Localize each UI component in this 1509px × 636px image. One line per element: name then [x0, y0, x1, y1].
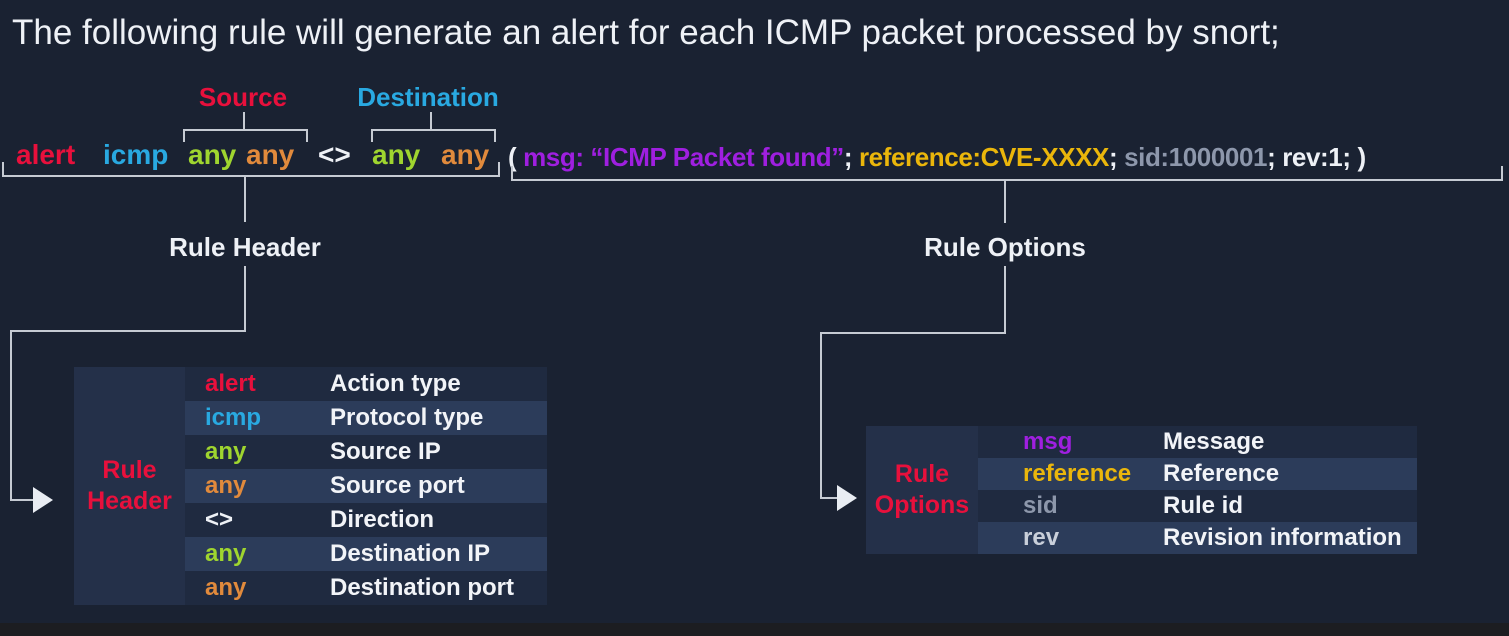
rule-options-arrow-line [820, 497, 839, 499]
rule-header-table-title: Rule Header [74, 367, 185, 605]
table-row: any Destination port [185, 571, 547, 605]
rule-header-stem-bottom [244, 266, 246, 331]
table-row: any Source port [185, 469, 547, 503]
table-row-value: any [205, 438, 247, 465]
table-row-description: Protocol type [330, 404, 484, 431]
rule-option-segment-6: ; [1267, 142, 1283, 172]
rule-options-connector-vertical [820, 332, 822, 499]
table-row-value: rev [1023, 524, 1060, 551]
rule-header-connector-horizontal [10, 330, 246, 332]
table-row-description: Reference [1163, 460, 1280, 487]
rule-token-5: any [372, 139, 421, 170]
table-row: alert Action type [185, 367, 547, 401]
rule-token-1: icmp [103, 139, 169, 170]
table-row-value: icmp [205, 404, 262, 431]
rule-header-arrow-right-icon [33, 487, 53, 513]
destination-bracket [371, 129, 496, 142]
table-row-value: any [205, 574, 247, 601]
destination-label: Destination [357, 82, 499, 112]
source-label: Source [198, 82, 288, 112]
bottom-edge-bar [0, 623, 1509, 636]
table-row-description: Rule id [1163, 492, 1244, 519]
table-row-description: Direction [330, 506, 435, 533]
rule-token-3: any [246, 139, 295, 170]
rule-header-label: Rule Header [169, 232, 321, 262]
rule-option-segment-4: ; [1108, 142, 1125, 172]
table-row: icmp Protocol type [185, 401, 547, 435]
table-row-value: <> [205, 506, 234, 533]
table-row: reference Reference [978, 458, 1417, 490]
table-row: <> Direction [185, 503, 547, 537]
rule-options-stem-top [1004, 181, 1006, 223]
rule-token-0: alert [16, 139, 76, 170]
rule-options-connector-horizontal [820, 332, 1006, 334]
table-row-description: Action type [330, 370, 461, 397]
rule-token-4: <> [318, 139, 351, 170]
rule-options-table-title: Rule Options [866, 426, 978, 554]
table-row-value: reference [1023, 460, 1132, 487]
source-bracket [183, 129, 308, 142]
table-row: rev Revision information [978, 522, 1417, 554]
rule-header-table: Rule Header alert Action type icmp Protocol… [74, 367, 547, 605]
page-title: The following rule will generate an aler… [12, 13, 1280, 52]
rule-options-text: ( msg: “ICMP Packet found”; reference:CV… [508, 142, 1366, 173]
table-row-description: Message [1163, 428, 1265, 455]
table-row: any Source IP [185, 435, 547, 469]
rule-token-2: any [188, 139, 237, 170]
rule-options-arrow-right-icon [837, 485, 857, 511]
rule-option-segment-1: msg: “ICMP Packet found” [523, 142, 844, 172]
rule-header-bracket [2, 162, 500, 177]
rule-header-connector-vertical [10, 330, 12, 501]
rule-option-segment-0: ( [508, 142, 524, 172]
table-row: msg Message [978, 426, 1417, 458]
table-row-value: any [205, 472, 247, 499]
rule-option-segment-3: reference:CVE-XXXX [858, 142, 1109, 172]
rule-options-stem-bottom [1004, 266, 1006, 333]
table-row-value: alert [205, 370, 256, 397]
rule-token-6: any [441, 139, 490, 170]
table-row-description: Destination port [330, 574, 514, 601]
table-row-value: sid [1023, 492, 1058, 519]
rule-option-segment-7: rev:1; ) [1282, 142, 1366, 172]
rule-option-segment-5: sid:1000001 [1124, 142, 1268, 172]
source-label-stem [243, 112, 245, 129]
rule-header-arrow-line [10, 499, 33, 501]
rule-options-label: Rule Options [924, 232, 1086, 262]
table-row-value: any [205, 540, 247, 567]
destination-label-stem [430, 112, 432, 129]
table-row-description: Source IP [330, 438, 441, 465]
table-row-description: Source port [330, 472, 465, 499]
rule-option-segment-2: ; [843, 142, 859, 172]
table-row: sid Rule id [978, 490, 1417, 522]
rule-header-stem-top [244, 177, 246, 222]
rule-options-bracket [511, 166, 1503, 181]
table-row-description: Revision information [1163, 524, 1402, 551]
rule-options-table: Rule Options msg Message reference Referenc… [866, 426, 1417, 554]
table-row: any Destination IP [185, 537, 547, 571]
table-row-description: Destination IP [330, 540, 491, 567]
table-row-value: msg [1023, 428, 1073, 455]
